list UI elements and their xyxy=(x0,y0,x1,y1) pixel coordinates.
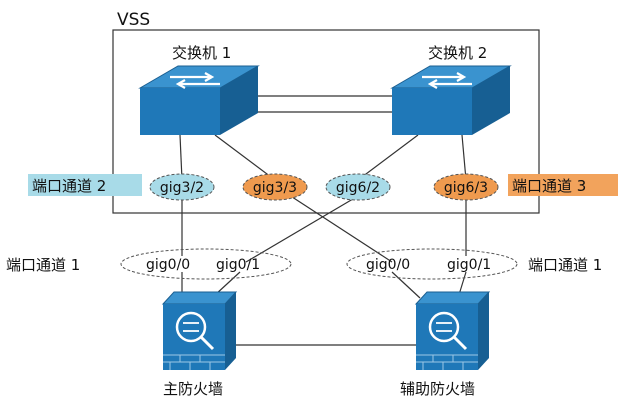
primary-firewall-label: 主防火墙 xyxy=(163,380,223,398)
svg-text:gig3/2: gig3/2 xyxy=(160,180,204,196)
port-gig3-2: gig3/2 xyxy=(149,173,215,201)
switch-2: 交换机 2 xyxy=(390,44,512,135)
port-channel-1-right-label: 端口通道 1 xyxy=(528,256,602,274)
switch-arrows-icon xyxy=(170,72,220,89)
svg-text:gig0/1: gig0/1 xyxy=(216,257,260,273)
switch-arrows-icon xyxy=(422,72,472,89)
port-channel-1-primary: gig0/0 gig0/1 xyxy=(120,248,292,280)
vss-label: VSS xyxy=(117,10,150,30)
port-channel-2-label: 端口通道 2 xyxy=(32,177,106,195)
port-channel-2-badge xyxy=(28,174,142,196)
switch-1-label: 交换机 1 xyxy=(172,44,231,62)
magnifier-icon xyxy=(428,311,468,351)
switch-1: 交换机 1 xyxy=(138,44,260,135)
svg-text:gig0/0: gig0/0 xyxy=(146,257,190,273)
switch-2-label: 交换机 2 xyxy=(428,44,487,62)
port-gig6-2: gig6/2 xyxy=(325,173,391,201)
secondary-firewall: 辅助防火墙 xyxy=(400,291,491,398)
secondary-firewall-label: 辅助防火墙 xyxy=(400,380,475,398)
vss-box xyxy=(112,29,540,214)
svg-text:gig6/3: gig6/3 xyxy=(444,180,488,196)
port-channel-1-left-label: 端口通道 1 xyxy=(6,256,80,274)
port-gig6-3: gig6/3 xyxy=(433,173,499,201)
port-gig3-3: gig3/3 xyxy=(242,173,308,201)
primary-firewall: 主防火墙 xyxy=(161,291,238,398)
svg-text:gig0/1: gig0/1 xyxy=(447,257,491,273)
svg-text:gig0/0: gig0/0 xyxy=(366,257,410,273)
port-channel-3-label: 端口通道 3 xyxy=(512,177,586,195)
svg-text:gig6/2: gig6/2 xyxy=(336,180,380,196)
port-channel-3-badge xyxy=(508,174,618,196)
magnifier-icon xyxy=(175,311,215,351)
port-channel-1-secondary: gig0/0 gig0/1 xyxy=(346,248,518,280)
svg-text:gig3/3: gig3/3 xyxy=(253,180,297,196)
